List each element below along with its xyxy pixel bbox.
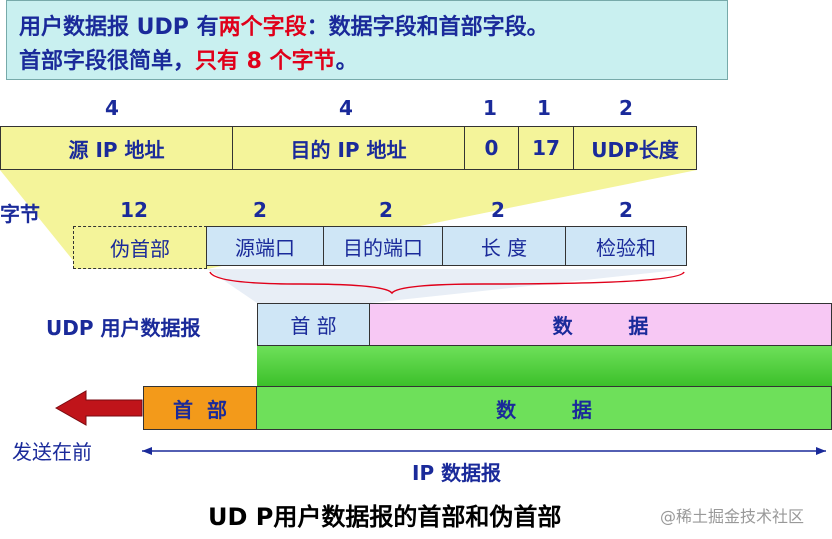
ip-datagram-arrow-right: [816, 447, 826, 455]
udp-length-field: UDP长度: [573, 126, 697, 170]
dest-ip-field: 目的 IP 地址: [232, 126, 465, 170]
protocol-field: 17: [518, 126, 574, 170]
title-line-1: 用户数据报 UDP 有两个字段：数据字段和首部字段。: [19, 9, 549, 41]
length-field: 长 度: [442, 226, 566, 266]
ip-bytes-4: 2: [619, 96, 633, 120]
udp-bytes-1: 2: [253, 198, 267, 222]
bytes-label: 字节: [0, 202, 40, 226]
title-line-1-tail: ：数据字段和首部字段。: [306, 15, 549, 40]
title-line-2-highlight: 只有 8 个字节: [195, 49, 336, 74]
pseudo-header-box: 伪首部: [73, 226, 207, 269]
watermark: @稀土掘金技术社区: [660, 507, 805, 526]
send-arrow-icon: [54, 390, 143, 426]
checksum-field: 检验和: [565, 226, 687, 266]
caption: UD P用户数据报的首部和伪首部: [208, 503, 562, 531]
title-line-2: 首部字段很简单，只有 8 个字节。: [19, 43, 358, 75]
udp-bytes-2: 2: [379, 198, 393, 222]
source-ip-field: 源 IP 地址: [0, 126, 233, 170]
source-port-field: 源端口: [206, 226, 324, 266]
ip-datagram-label: IP 数据报: [412, 461, 502, 485]
title-line-2-text: 首部字段很简单，: [19, 49, 196, 74]
udp-to-ip-projection: [257, 346, 832, 386]
dest-port-field: 目的端口: [323, 226, 443, 266]
ip-datagram-arrow-left: [142, 447, 152, 455]
udp-data-box: 数 据: [369, 303, 832, 346]
ip-bytes-1: 4: [339, 96, 353, 120]
ip-header-box: 首 部: [143, 386, 257, 430]
zero-field: 0: [464, 126, 519, 170]
udp-header-row: 源端口 目的端口 长 度 检验和: [206, 226, 687, 266]
udp-datagram-label: UDP 用户数据报: [46, 316, 201, 340]
ip-bytes-3: 1: [537, 96, 551, 120]
send-first-label: 发送在前: [12, 440, 92, 464]
title-line-1-text: 用户数据报 UDP 有: [19, 15, 219, 40]
header-brace: [209, 271, 685, 295]
udp-bytes-4: 2: [619, 198, 633, 222]
ip-bytes-0: 4: [105, 96, 119, 120]
ip-data-box: 数 据: [256, 386, 832, 430]
udp-header-box: 首 部: [257, 303, 370, 346]
ip-header-row: 源 IP 地址 目的 IP 地址 0 17 UDP长度: [0, 126, 697, 170]
udp-bytes-0: 12: [120, 198, 148, 222]
udp-bytes-3: 2: [491, 198, 505, 222]
title-line-1-highlight: 两个字段: [218, 15, 307, 40]
udp-header-projection: [207, 269, 687, 303]
title-box: 用户数据报 UDP 有两个字段：数据字段和首部字段。 首部字段很简单，只有 8 …: [6, 0, 728, 80]
ip-bytes-2: 1: [483, 96, 497, 120]
title-line-2-tail: 。: [335, 49, 358, 74]
